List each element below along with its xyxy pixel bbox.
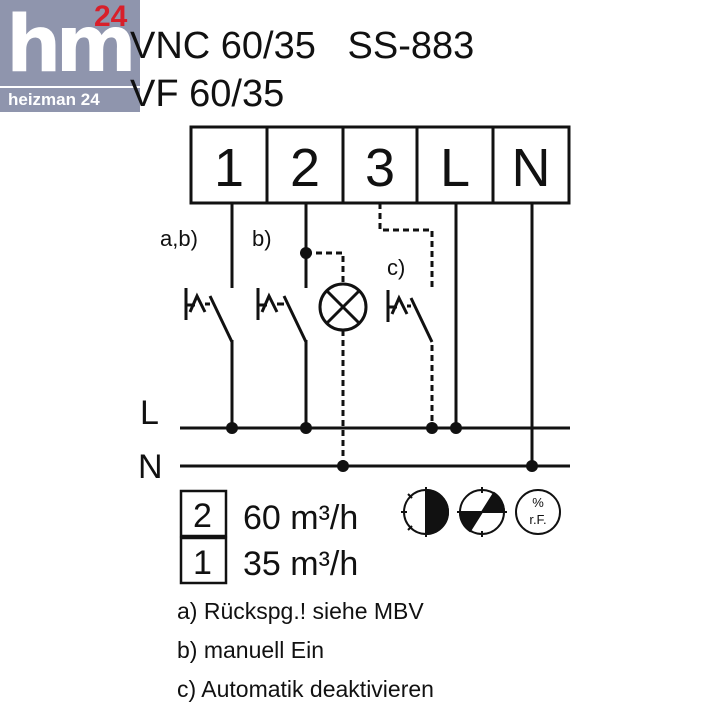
logo-name: heizman 24	[8, 90, 100, 109]
bus-label-L: L	[140, 394, 159, 432]
logo-background	[0, 0, 140, 86]
junction-dot	[526, 460, 538, 472]
bus-label-N: N	[138, 448, 163, 486]
switch-label-c: c)	[387, 255, 405, 280]
speed-stage-1: 1	[193, 544, 212, 582]
junction-dot	[426, 422, 438, 434]
note-c: c) Automatik deaktivieren	[177, 676, 434, 702]
humidity-icon-bottom: r.F.	[529, 512, 546, 527]
model-title-2: VF 60/35	[130, 73, 285, 115]
terminal-label: N	[512, 138, 551, 198]
junction-dot	[300, 422, 312, 434]
timer-icon	[401, 487, 450, 537]
terminal-label: L	[440, 138, 470, 198]
speed-box-2	[179, 489, 228, 538]
junction-dot	[450, 422, 462, 434]
note-b: b) manuell Ein	[177, 637, 325, 663]
junction-dot	[337, 460, 349, 472]
logo-bar	[0, 88, 140, 112]
lamp-cross	[325, 289, 361, 325]
note-a: a) Rückspg.! siehe MBV	[177, 598, 424, 624]
speed-box-1	[179, 536, 228, 585]
switch-label-ab: a,b)	[160, 226, 198, 251]
speed-flow-2: 60 m³/h	[243, 499, 358, 537]
wire-terminal-3	[378, 203, 434, 290]
switch-c	[386, 290, 434, 343]
speed-stage-2: 2	[193, 497, 212, 535]
terminal-label: 3	[365, 138, 395, 198]
humidity-icon: % r.F.	[515, 489, 561, 535]
humidity-icon-top: %	[532, 495, 544, 510]
switch-b	[256, 288, 308, 343]
lamp-wire-top	[306, 251, 345, 282]
heizman24-logo: hm 24 heizman 24	[0, 0, 140, 114]
switch-a	[184, 288, 234, 343]
terminal-label: 2	[290, 138, 320, 198]
switch-label-b: b)	[252, 226, 272, 251]
terminal-label: 1	[214, 138, 244, 198]
timer-icon	[457, 487, 507, 537]
logo-number: 24	[94, 0, 128, 33]
logo-mark: hm	[6, 0, 137, 90]
speed-flow-1: 35 m³/h	[243, 545, 358, 583]
junction-dot	[226, 422, 238, 434]
model-title-1: VNC 60/35 SS-883	[130, 25, 475, 67]
junction-dot	[300, 247, 312, 259]
